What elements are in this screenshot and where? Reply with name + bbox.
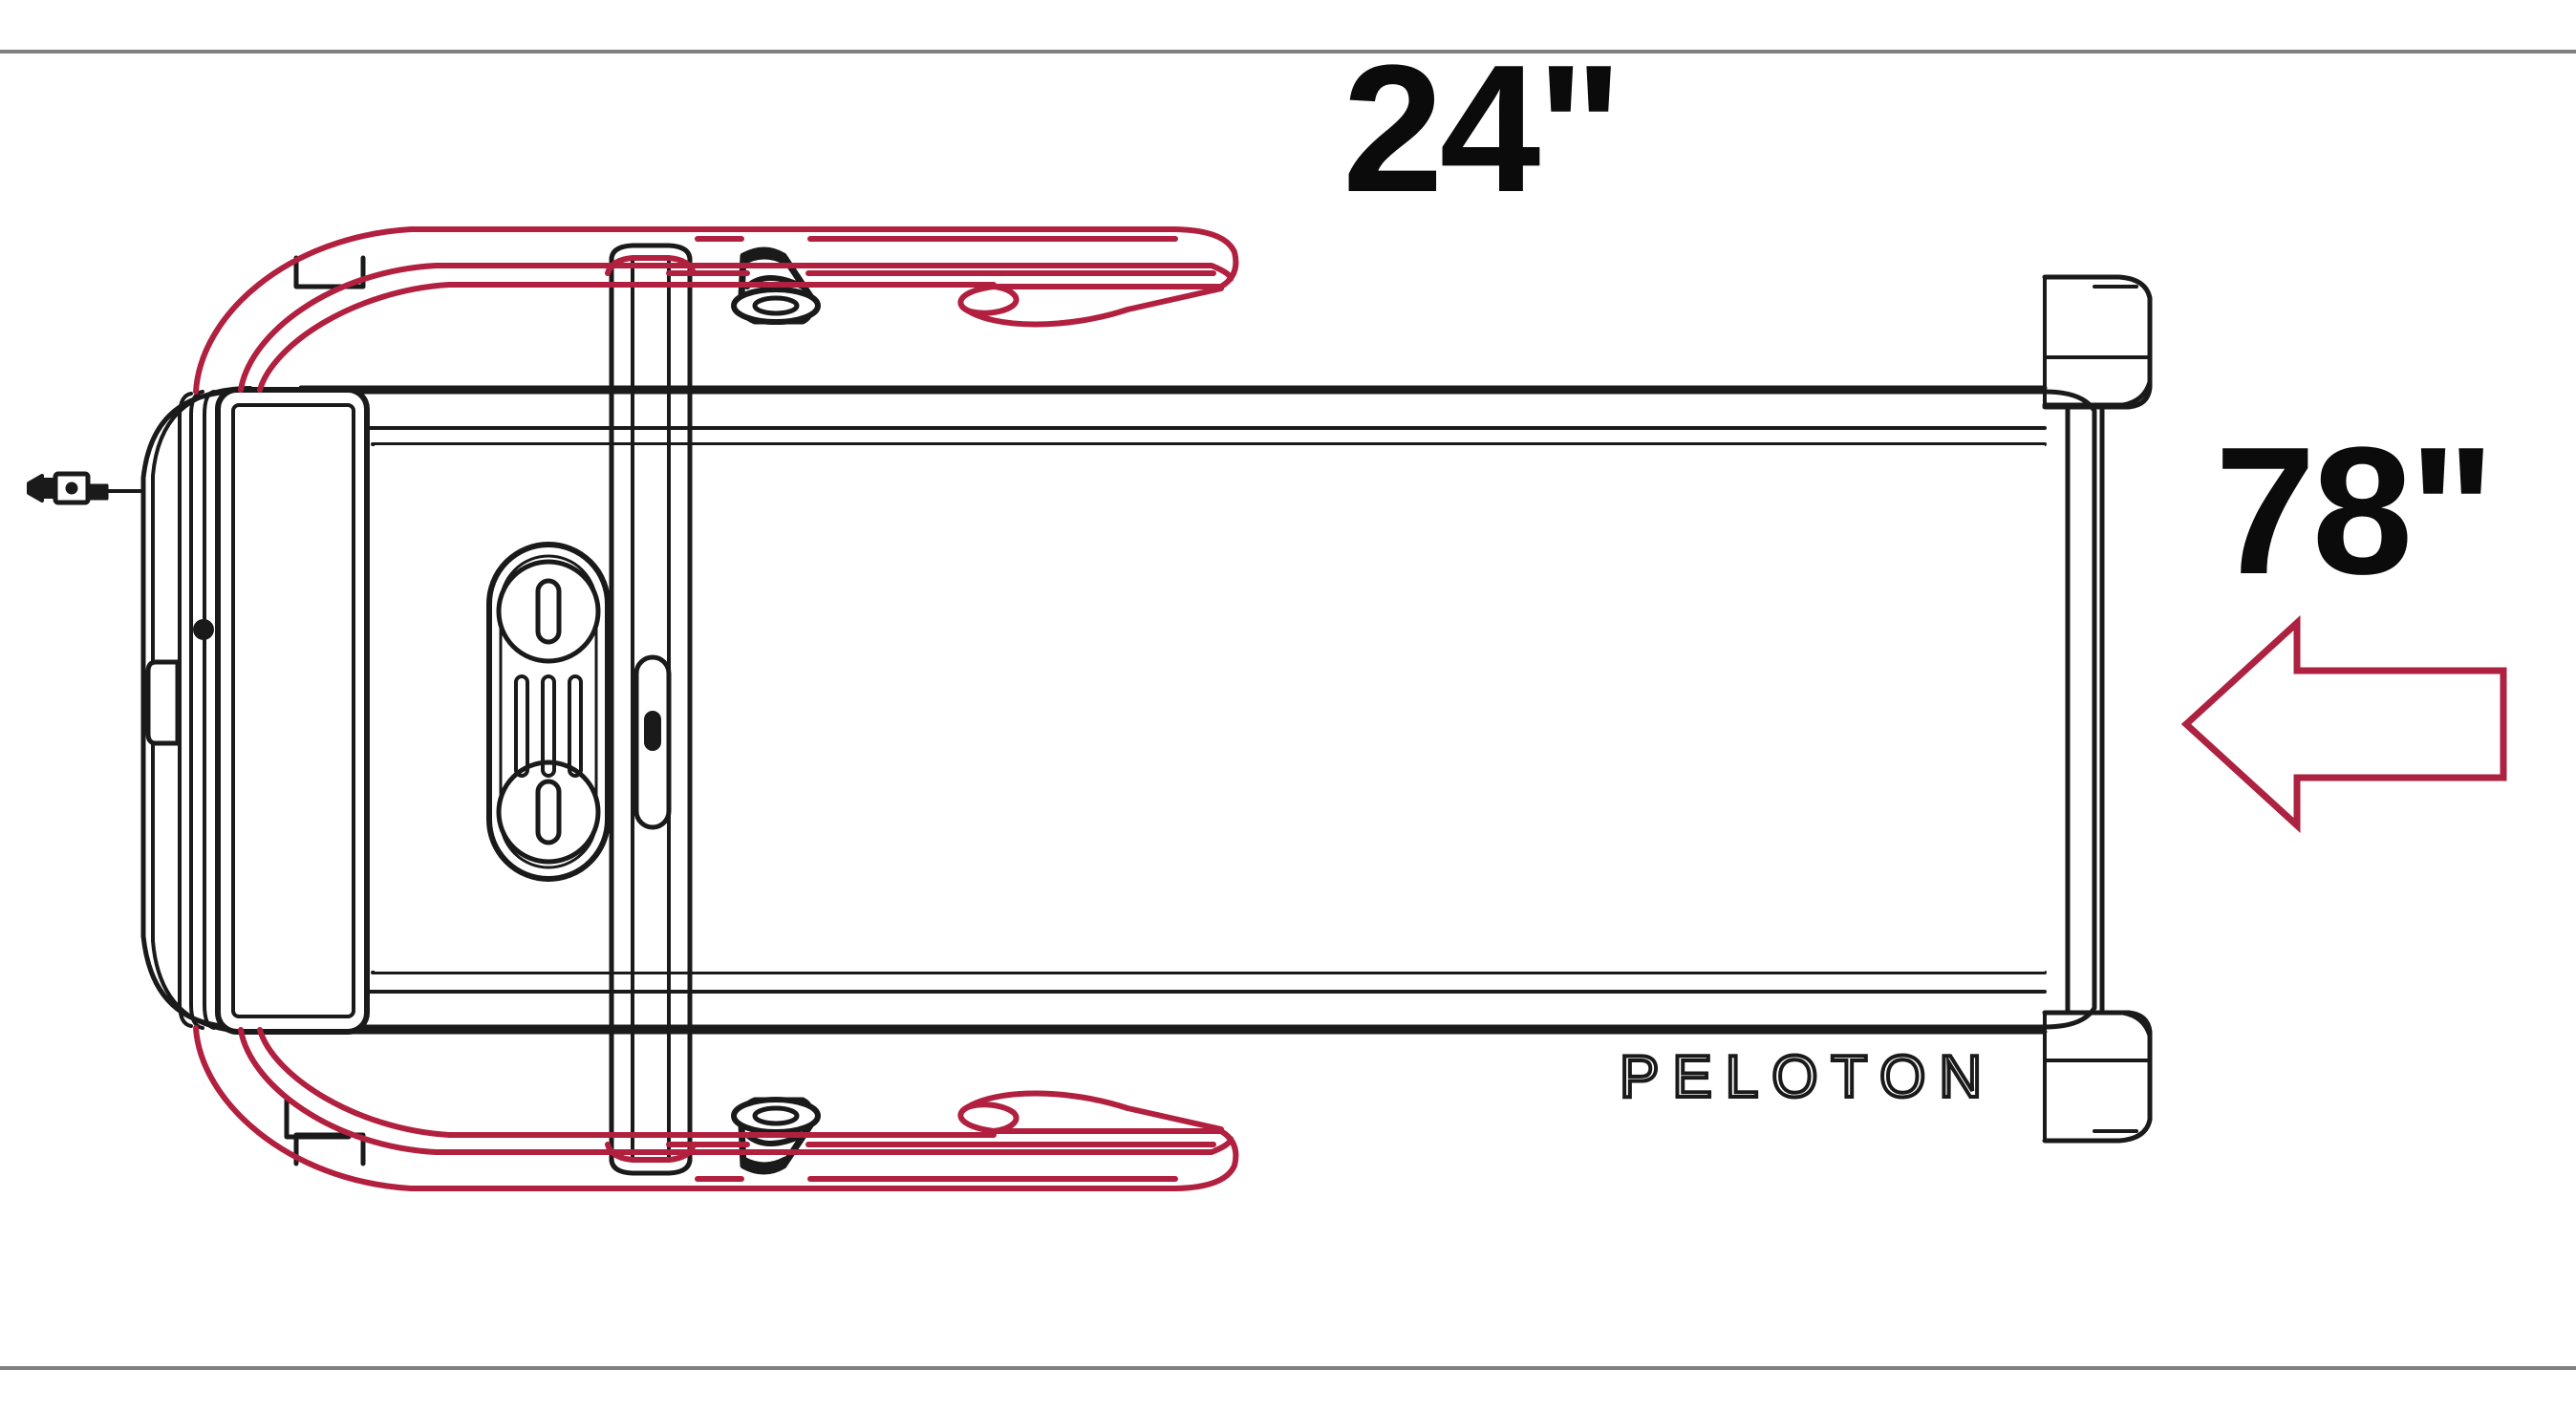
mast-side-button-slot [644,711,661,751]
console-bezel-edge-3 [203,390,216,1030]
pod-vent-slot-3 [568,674,583,778]
rear-cover-bottom-chamfer [2120,1010,2153,1063]
pod-vent-slot-1 [514,674,529,778]
console-touchscreen [231,403,355,1018]
handrail-top-hook [957,284,1020,316]
pod-knob-lower-slot [535,779,562,845]
handrail-bottom-outer [193,1025,1239,1191]
running-belt-deck [375,445,2045,972]
pod-vent-slot-2 [541,674,556,778]
rear-roller-cover-bottom [2042,1010,2153,1144]
handrail-top-hook-tail [960,286,1224,328]
power-plug-pin-hole [65,481,78,495]
console-hinge-dot [193,619,214,640]
mast-bottom-cap [609,1156,693,1176]
length-dimension-label: 78" [2215,410,2491,612]
rear-cover-top-chamfer [2042,354,2153,408]
rear-roller-cover-top [2042,274,2153,410]
handrail-highlight [193,226,1239,1191]
speaker-pod-inner-outline [499,554,598,869]
treadmill-linework [27,243,2153,1176]
handrail-bottom-hook-tail [960,1090,1224,1132]
width-dimension-label: 24" [1342,28,1619,230]
front-foot-bottom [284,1096,352,1140]
handrail-mast-bottom-curve [605,1142,697,1163]
handrail-top-mid [238,263,1234,393]
pod-knob-upper-slot [535,578,562,645]
handrail-bottom-mid [238,1027,1234,1155]
handrail-bottom-inner [257,1027,997,1138]
peloton-brand-text: PELOTON [1620,1044,1995,1110]
mast-top-cap [609,243,693,263]
console-side-button [145,659,181,746]
handrail-bottom-hook [957,1102,1020,1134]
handrail-top-inner [257,282,997,393]
handrail-top-outer [193,226,1239,395]
length-direction-arrow [2180,615,2507,833]
power-plug-prongs [27,474,57,503]
front-tab-top [293,255,366,289]
console-bezel-edge-2 [189,390,204,1030]
handrail-mast-top-curve [605,255,697,276]
